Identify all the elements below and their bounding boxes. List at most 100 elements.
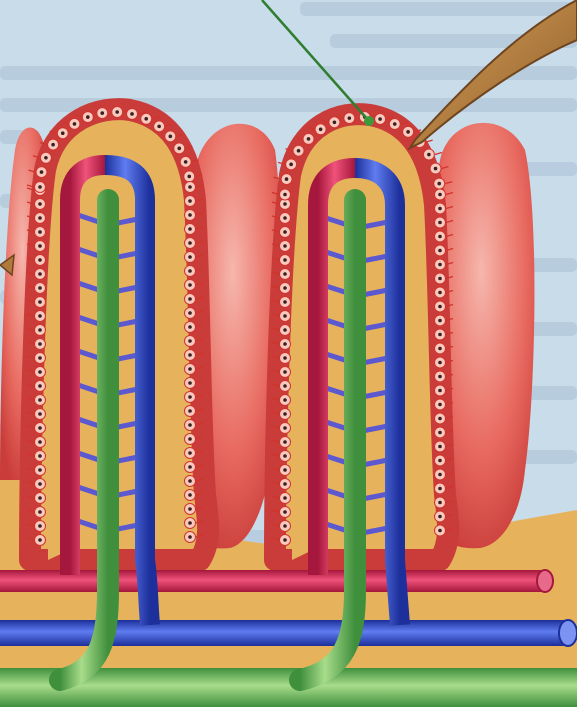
cell-nucleus: [283, 202, 287, 206]
cell-nucleus: [283, 328, 287, 332]
cell-nucleus: [169, 135, 173, 139]
cell-nucleus: [188, 255, 192, 259]
cell-nucleus: [38, 342, 42, 346]
cell-nucleus: [188, 241, 192, 245]
cell-nucleus: [283, 300, 287, 304]
cell-nucleus: [188, 423, 192, 427]
cell-nucleus: [188, 199, 192, 203]
cell-nucleus: [307, 137, 311, 141]
cell-nucleus: [319, 127, 323, 131]
cell-nucleus: [283, 426, 287, 430]
cell-nucleus: [188, 353, 192, 357]
cell-nucleus: [283, 286, 287, 290]
cell-nucleus: [438, 501, 442, 505]
cell-nucleus: [434, 167, 438, 171]
cell-nucleus: [115, 110, 119, 114]
cell-nucleus: [86, 115, 90, 119]
cell-nucleus: [188, 227, 192, 231]
cell-nucleus: [188, 479, 192, 483]
cell-nucleus: [283, 272, 287, 276]
cell-nucleus: [38, 426, 42, 430]
cell-nucleus: [188, 535, 192, 539]
cell-nucleus: [438, 361, 442, 365]
cell-nucleus: [38, 510, 42, 514]
cell-nucleus: [438, 221, 442, 225]
cell-nucleus: [188, 213, 192, 217]
cell-nucleus: [438, 333, 442, 337]
cell-nucleus: [438, 277, 442, 281]
cell-nucleus: [438, 417, 442, 421]
cell-nucleus: [406, 130, 410, 134]
submucosal-vessels: [0, 570, 577, 707]
artery-horizontal: [0, 570, 545, 592]
cell-nucleus: [157, 125, 161, 129]
cell-nucleus: [38, 538, 42, 542]
cell-nucleus: [188, 339, 192, 343]
cell-nucleus: [283, 524, 287, 528]
cell-nucleus: [283, 496, 287, 500]
cell-nucleus: [188, 437, 192, 441]
cell-nucleus: [285, 177, 289, 181]
cell-nucleus: [283, 412, 287, 416]
cell-nucleus: [283, 193, 287, 197]
cell-nucleus: [438, 403, 442, 407]
cell-nucleus: [438, 515, 442, 519]
cell-nucleus: [438, 375, 442, 379]
cell-nucleus: [38, 496, 42, 500]
cell-nucleus: [44, 156, 48, 160]
cell-nucleus: [438, 487, 442, 491]
cell-nucleus: [188, 185, 192, 189]
cell-nucleus: [283, 454, 287, 458]
cell-nucleus: [38, 258, 42, 262]
cell-nucleus: [438, 263, 442, 267]
cell-nucleus: [73, 122, 77, 126]
cell-nucleus: [188, 297, 192, 301]
cell-nucleus: [427, 153, 431, 157]
cell-nucleus: [38, 230, 42, 234]
cell-nucleus: [283, 230, 287, 234]
cell-nucleus: [38, 185, 42, 189]
cell-nucleus: [38, 482, 42, 486]
cell-nucleus: [188, 521, 192, 525]
cell-nucleus: [378, 117, 382, 121]
cell-nucleus: [438, 347, 442, 351]
cell-nucleus: [188, 381, 192, 385]
cell-nucleus: [438, 249, 442, 253]
cell-nucleus: [438, 193, 442, 197]
cell-nucleus: [283, 482, 287, 486]
cell-nucleus: [38, 216, 42, 220]
cell-nucleus: [333, 120, 337, 124]
cell-nucleus: [283, 468, 287, 472]
cell-nucleus: [188, 311, 192, 315]
cell-nucleus: [437, 182, 441, 186]
cell-nucleus: [393, 122, 397, 126]
cell-nucleus: [438, 445, 442, 449]
cell-nucleus: [283, 384, 287, 388]
cell-nucleus: [438, 529, 442, 533]
cell-nucleus: [188, 465, 192, 469]
cell-nucleus: [188, 507, 192, 511]
cell-nucleus: [38, 384, 42, 388]
cell-nucleus: [38, 454, 42, 458]
cell-nucleus: [438, 235, 442, 239]
cell-nucleus: [38, 398, 42, 402]
cell-nucleus: [144, 117, 148, 121]
cell-nucleus: [61, 131, 65, 135]
cell-nucleus: [188, 367, 192, 371]
cell-nucleus: [40, 170, 44, 174]
cell-nucleus: [283, 258, 287, 262]
cell-nucleus: [38, 314, 42, 318]
cell-nucleus: [38, 468, 42, 472]
cell-nucleus: [283, 216, 287, 220]
cell-nucleus: [177, 147, 181, 151]
cell-nucleus: [38, 412, 42, 416]
cell-nucleus: [438, 207, 442, 211]
cell-nucleus: [283, 356, 287, 360]
cell-nucleus: [38, 524, 42, 528]
cell-nucleus: [438, 319, 442, 323]
cell-nucleus: [297, 149, 301, 153]
leader-dot: [364, 116, 374, 126]
cell-nucleus: [438, 305, 442, 309]
